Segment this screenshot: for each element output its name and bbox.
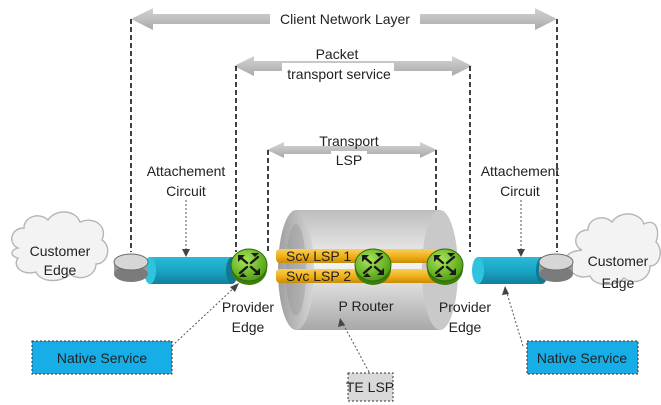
packet-transport-label-line2: transport service <box>287 66 391 82</box>
client-network-layer-arrow: Client Network Layer <box>131 8 557 30</box>
right-provider-edge-label-line2: Edge <box>449 319 482 335</box>
pointer-arrows <box>171 200 524 373</box>
right-customer-edge-label-line2: Edge <box>602 275 635 291</box>
left-native-service-box: Native Service <box>31 340 173 375</box>
packet-transport-label-line1: Packet <box>316 46 359 62</box>
right-attachment-circuit-label-line2: Circuit <box>500 183 540 199</box>
right-attachment-circuit-label-line1: Attachement <box>481 163 560 179</box>
pointer-arrowheads <box>182 249 525 327</box>
te-lsp-label: TE LSP <box>346 379 394 395</box>
right-attachment-circuit-pipe <box>472 257 548 284</box>
right-ce-device-icon <box>538 253 574 282</box>
svc-lsp-2-label: Svc LSP 2 <box>286 268 351 284</box>
left-provider-edge-router-icon <box>230 248 268 285</box>
client-network-layer-label: Client Network Layer <box>280 11 410 27</box>
transport-lsp-label-line1: Transport <box>319 133 379 149</box>
left-provider-edge-label-line1: Provider <box>222 299 274 315</box>
left-ce-device-icon <box>113 253 149 282</box>
right-provider-edge-label-line1: Provider <box>439 299 491 315</box>
left-attachment-circuit-label-line2: Circuit <box>166 183 206 199</box>
left-provider-edge-label-line2: Edge <box>232 319 265 335</box>
scv-lsp-1-label: Scv LSP 1 <box>286 248 351 264</box>
left-customer-edge-label-line1: Customer <box>30 243 91 259</box>
p-router-label: P Router <box>339 298 394 314</box>
transport-lsp-arrow: Transport LSP <box>267 133 437 168</box>
left-customer-edge-cloud: Customer Edge <box>11 211 109 282</box>
right-native-service-label: Native Service <box>537 350 627 366</box>
left-attachment-circuit-label-line1: Attachement <box>147 163 226 179</box>
left-customer-edge-label-line2: Edge <box>44 262 77 278</box>
right-provider-edge-router-icon <box>426 248 464 285</box>
right-native-service-box: Native Service <box>526 340 639 375</box>
transport-lsp-label-line2: LSP <box>336 152 362 168</box>
left-native-service-label: Native Service <box>57 350 147 366</box>
right-customer-edge-cloud: Customer Edge <box>566 213 661 291</box>
right-customer-edge-label-line1: Customer <box>588 253 649 269</box>
left-attachment-circuit-pipe <box>144 257 238 284</box>
te-lsp-box: TE LSP <box>346 372 394 402</box>
p-router-icon <box>354 248 392 285</box>
packet-transport-service-arrow: Packet transport service <box>234 46 472 82</box>
